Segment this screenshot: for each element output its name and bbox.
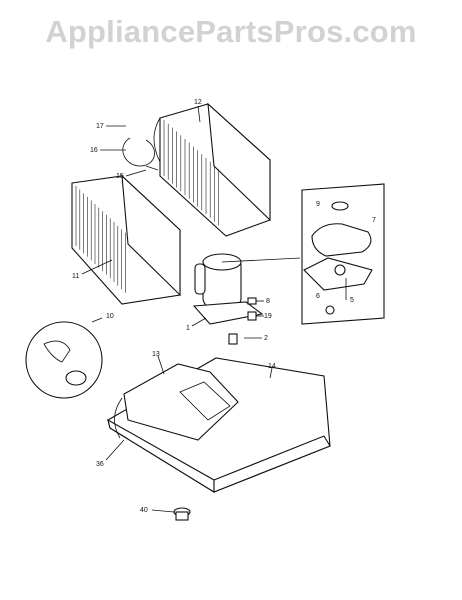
callout-10: 10: [106, 313, 114, 320]
callout-19: 19: [264, 313, 272, 320]
upper-coil[interactable]: [153, 102, 271, 237]
capillary-tube[interactable]: [122, 137, 159, 171]
drain-fitting[interactable]: [173, 507, 191, 521]
callout-13: 13: [152, 351, 160, 358]
callout-8: 8: [266, 298, 270, 305]
callout-11: 11: [72, 273, 79, 280]
callout-1: 1: [186, 325, 190, 332]
callout-16: 16: [90, 147, 98, 154]
callout-6: 6: [316, 293, 320, 300]
leader-lines: [81, 105, 347, 513]
lower-coil[interactable]: [71, 174, 181, 305]
callout-36: 36: [96, 461, 104, 468]
callout-7: 7: [372, 217, 376, 224]
callout-17: 17: [96, 123, 104, 130]
callout-9: 9: [316, 201, 320, 208]
compressor[interactable]: [192, 253, 301, 325]
callout-14: 14: [268, 363, 276, 370]
callout-12: 12: [194, 99, 202, 106]
callout-15: 15: [116, 173, 124, 180]
base-pan[interactable]: [107, 357, 331, 493]
electrical-inset-box: [301, 183, 385, 325]
callout-40: 40: [140, 507, 148, 514]
callout-5: 5: [350, 297, 354, 304]
overload-detail-circle: [25, 317, 103, 399]
callout-2: 2: [264, 335, 268, 342]
watermark-logo: AppliancePartsPros.com: [45, 14, 417, 49]
